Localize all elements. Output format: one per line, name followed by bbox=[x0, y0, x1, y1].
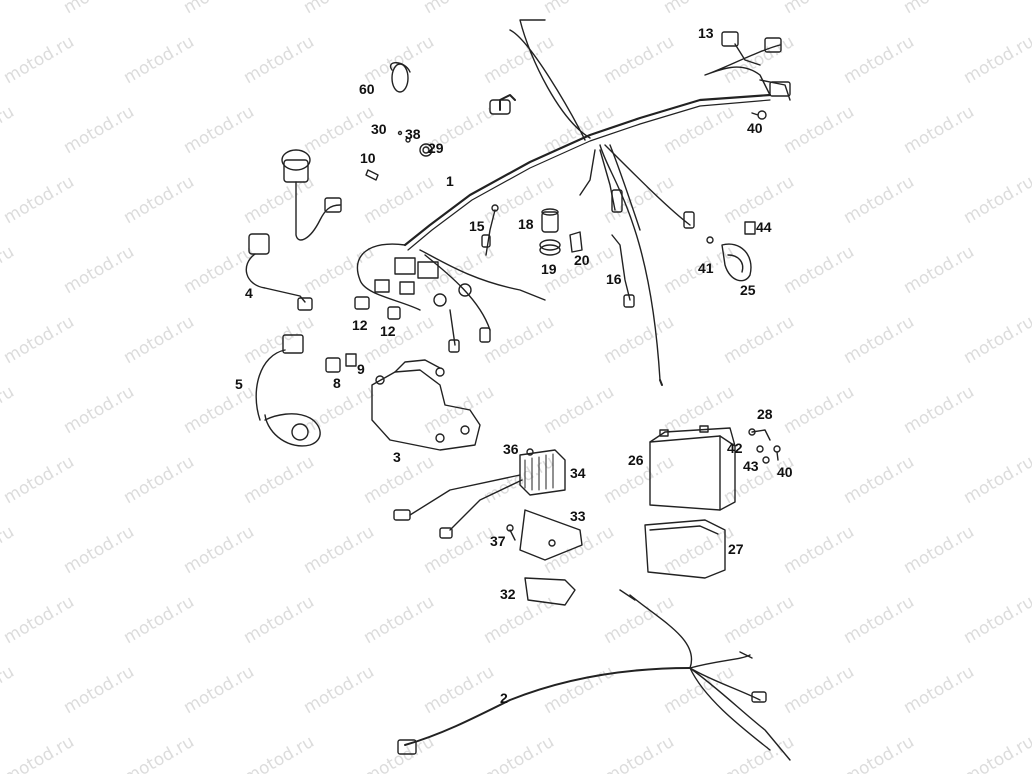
handlebar-switch-5 bbox=[255, 334, 321, 447]
plate-32 bbox=[524, 577, 576, 606]
part-label-12a: 12 bbox=[352, 317, 368, 333]
battery-box-27 bbox=[644, 519, 726, 579]
part-label-29: 29 bbox=[428, 140, 444, 156]
part-label-16: 16 bbox=[606, 271, 622, 287]
part-label-44: 44 bbox=[756, 219, 772, 235]
main-wiring-harness bbox=[356, 19, 791, 386]
part-label-27: 27 bbox=[728, 541, 744, 557]
connector-13 bbox=[721, 31, 761, 66]
part-label-19: 19 bbox=[541, 261, 557, 277]
battery-26 bbox=[649, 425, 736, 511]
nut-42 bbox=[756, 445, 764, 453]
part-label-43: 43 bbox=[743, 458, 759, 474]
part-label-8: 8 bbox=[333, 375, 341, 391]
wire-15 bbox=[481, 204, 499, 256]
part-label-30: 30 bbox=[371, 121, 387, 137]
part-label-41: 41 bbox=[698, 260, 714, 276]
part-label-40: 40 bbox=[747, 120, 763, 136]
part-label-13: 13 bbox=[698, 25, 714, 41]
part-label-40b: 40 bbox=[777, 464, 793, 480]
part-label-15: 15 bbox=[469, 218, 485, 234]
part-label-18: 18 bbox=[518, 216, 534, 232]
bracket-3 bbox=[371, 359, 481, 451]
part-label-4: 4 bbox=[245, 285, 253, 301]
part-label-34: 34 bbox=[570, 465, 586, 481]
hardware-top-left bbox=[365, 62, 433, 181]
part-label-60: 60 bbox=[359, 81, 375, 97]
part-label-3: 3 bbox=[393, 449, 401, 465]
part-label-5: 5 bbox=[235, 376, 243, 392]
part-label-26: 26 bbox=[628, 452, 644, 468]
bracket-33 bbox=[519, 509, 583, 561]
horn-assembly bbox=[706, 221, 756, 282]
battery-cable-28 bbox=[748, 428, 771, 441]
part-label-9: 9 bbox=[357, 361, 365, 377]
ignition-switch bbox=[281, 149, 342, 241]
clip-9 bbox=[345, 353, 357, 367]
part-label-25: 25 bbox=[740, 282, 756, 298]
part-label-32: 32 bbox=[500, 586, 516, 602]
screw-40-right bbox=[773, 445, 781, 461]
screw-40-top bbox=[751, 110, 767, 120]
part-label-2: 2 bbox=[500, 690, 508, 706]
part-label-38: 38 bbox=[405, 126, 421, 142]
auxiliary-harness-2 bbox=[397, 589, 791, 761]
part-label-33: 33 bbox=[570, 508, 586, 524]
part-label-36: 36 bbox=[503, 441, 519, 457]
switch-4 bbox=[245, 233, 313, 311]
part-label-1: 1 bbox=[446, 173, 454, 189]
washer-43 bbox=[762, 456, 770, 464]
part-label-28: 28 bbox=[757, 406, 773, 422]
part-label-10: 10 bbox=[360, 150, 376, 166]
screw-37 bbox=[506, 524, 516, 541]
clips-12 bbox=[354, 296, 401, 320]
sensor-16 bbox=[611, 234, 635, 308]
relay-18 bbox=[541, 208, 559, 233]
grommet-19 bbox=[539, 239, 561, 256]
regulator-34 bbox=[393, 449, 566, 539]
part-label-37: 37 bbox=[490, 533, 506, 549]
bracket-20 bbox=[569, 231, 583, 253]
clip-8 bbox=[325, 357, 341, 373]
part-label-42: 42 bbox=[727, 440, 743, 456]
part-label-12b: 12 bbox=[380, 323, 396, 339]
screw-36 bbox=[526, 448, 534, 456]
part-label-20: 20 bbox=[574, 252, 590, 268]
